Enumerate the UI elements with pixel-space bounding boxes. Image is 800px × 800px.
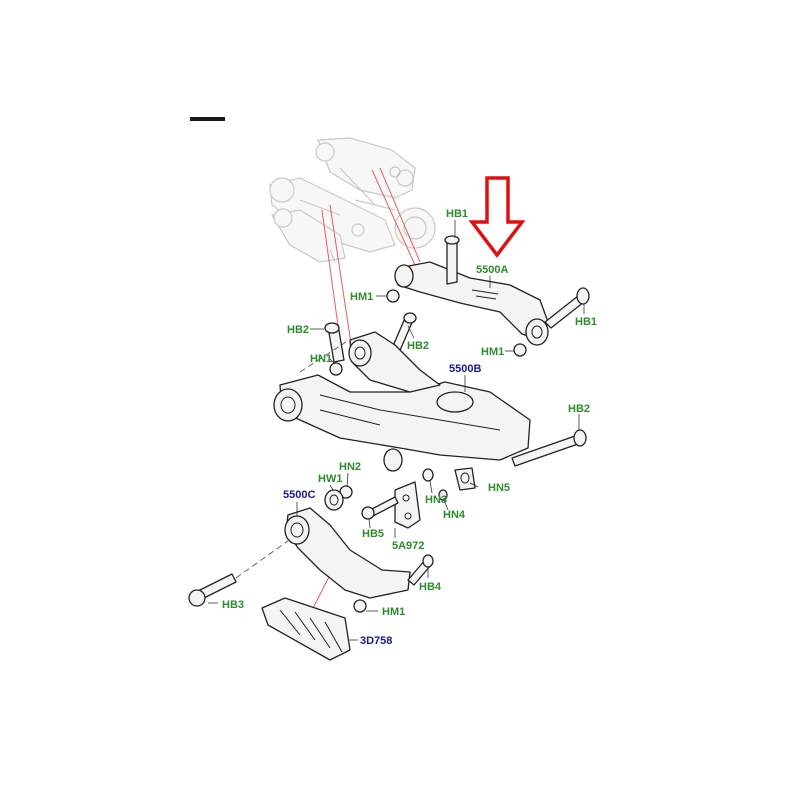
overview-assembly-ghost [269,137,436,263]
header-bar-mark [190,117,225,121]
bolt-hb5 [361,496,399,520]
subframe-5500b [273,331,531,472]
leader-lines [208,220,585,641]
label-hm1-right: HM1 [481,346,504,358]
label-hn2: HN2 [339,461,361,473]
label-hn3: HN3 [425,494,447,506]
label-5a972: 5A972 [392,540,424,552]
label-hb2-right: HB2 [568,403,590,415]
upper-arm-5500a [394,261,549,346]
label-3d758: 3D758 [360,635,392,647]
bolt-hb3 [188,573,237,607]
nut-hm1-right [513,343,527,357]
label-hn4: HN4 [443,509,466,521]
label-hn1: HN1 [310,353,332,365]
nut-hm1-top [386,289,400,303]
label-hb1-right: HB1 [575,316,597,328]
bracket-5a972 [394,481,421,529]
label-5500b: 5500B [449,363,481,375]
lower-arm-5500c [284,507,411,599]
nut-hm1-bottom [353,599,367,613]
label-hm1-top: HM1 [350,291,373,303]
nut-hn4 [438,489,448,501]
callout-down-arrow-icon [468,176,526,258]
bolt-hb4 [407,554,434,586]
label-hb5: HB5 [362,528,384,540]
bolt-hb1-top [444,235,460,285]
nut-hn3 [422,468,434,482]
label-hb1-top: HB1 [446,208,468,220]
label-hb2-left: HB2 [287,324,309,336]
bushing-hn5 [454,467,476,491]
label-hb3: HB3 [222,599,244,611]
part-labels: HB1 5500A HM1 HB1 HM1 HB2 HN1 HB2 5500B … [222,208,597,647]
shield-3d758 [261,597,351,661]
washer-hw1 [324,489,344,511]
label-hb2-mid: HB2 [407,340,429,352]
bolt-hb2-left [324,322,345,363]
label-5500a: 5500A [476,264,508,276]
bolt-hb2-right [511,429,587,467]
label-hn5: HN5 [488,482,510,494]
nut-hn1 [329,362,343,376]
label-hm1-bottom: HM1 [382,606,405,618]
reference-lines [311,167,421,611]
label-5500c: 5500C [283,489,315,501]
label-hw1: HW1 [318,473,342,485]
label-hb4: HB4 [419,581,442,593]
bolt-hb1-right [544,287,590,329]
